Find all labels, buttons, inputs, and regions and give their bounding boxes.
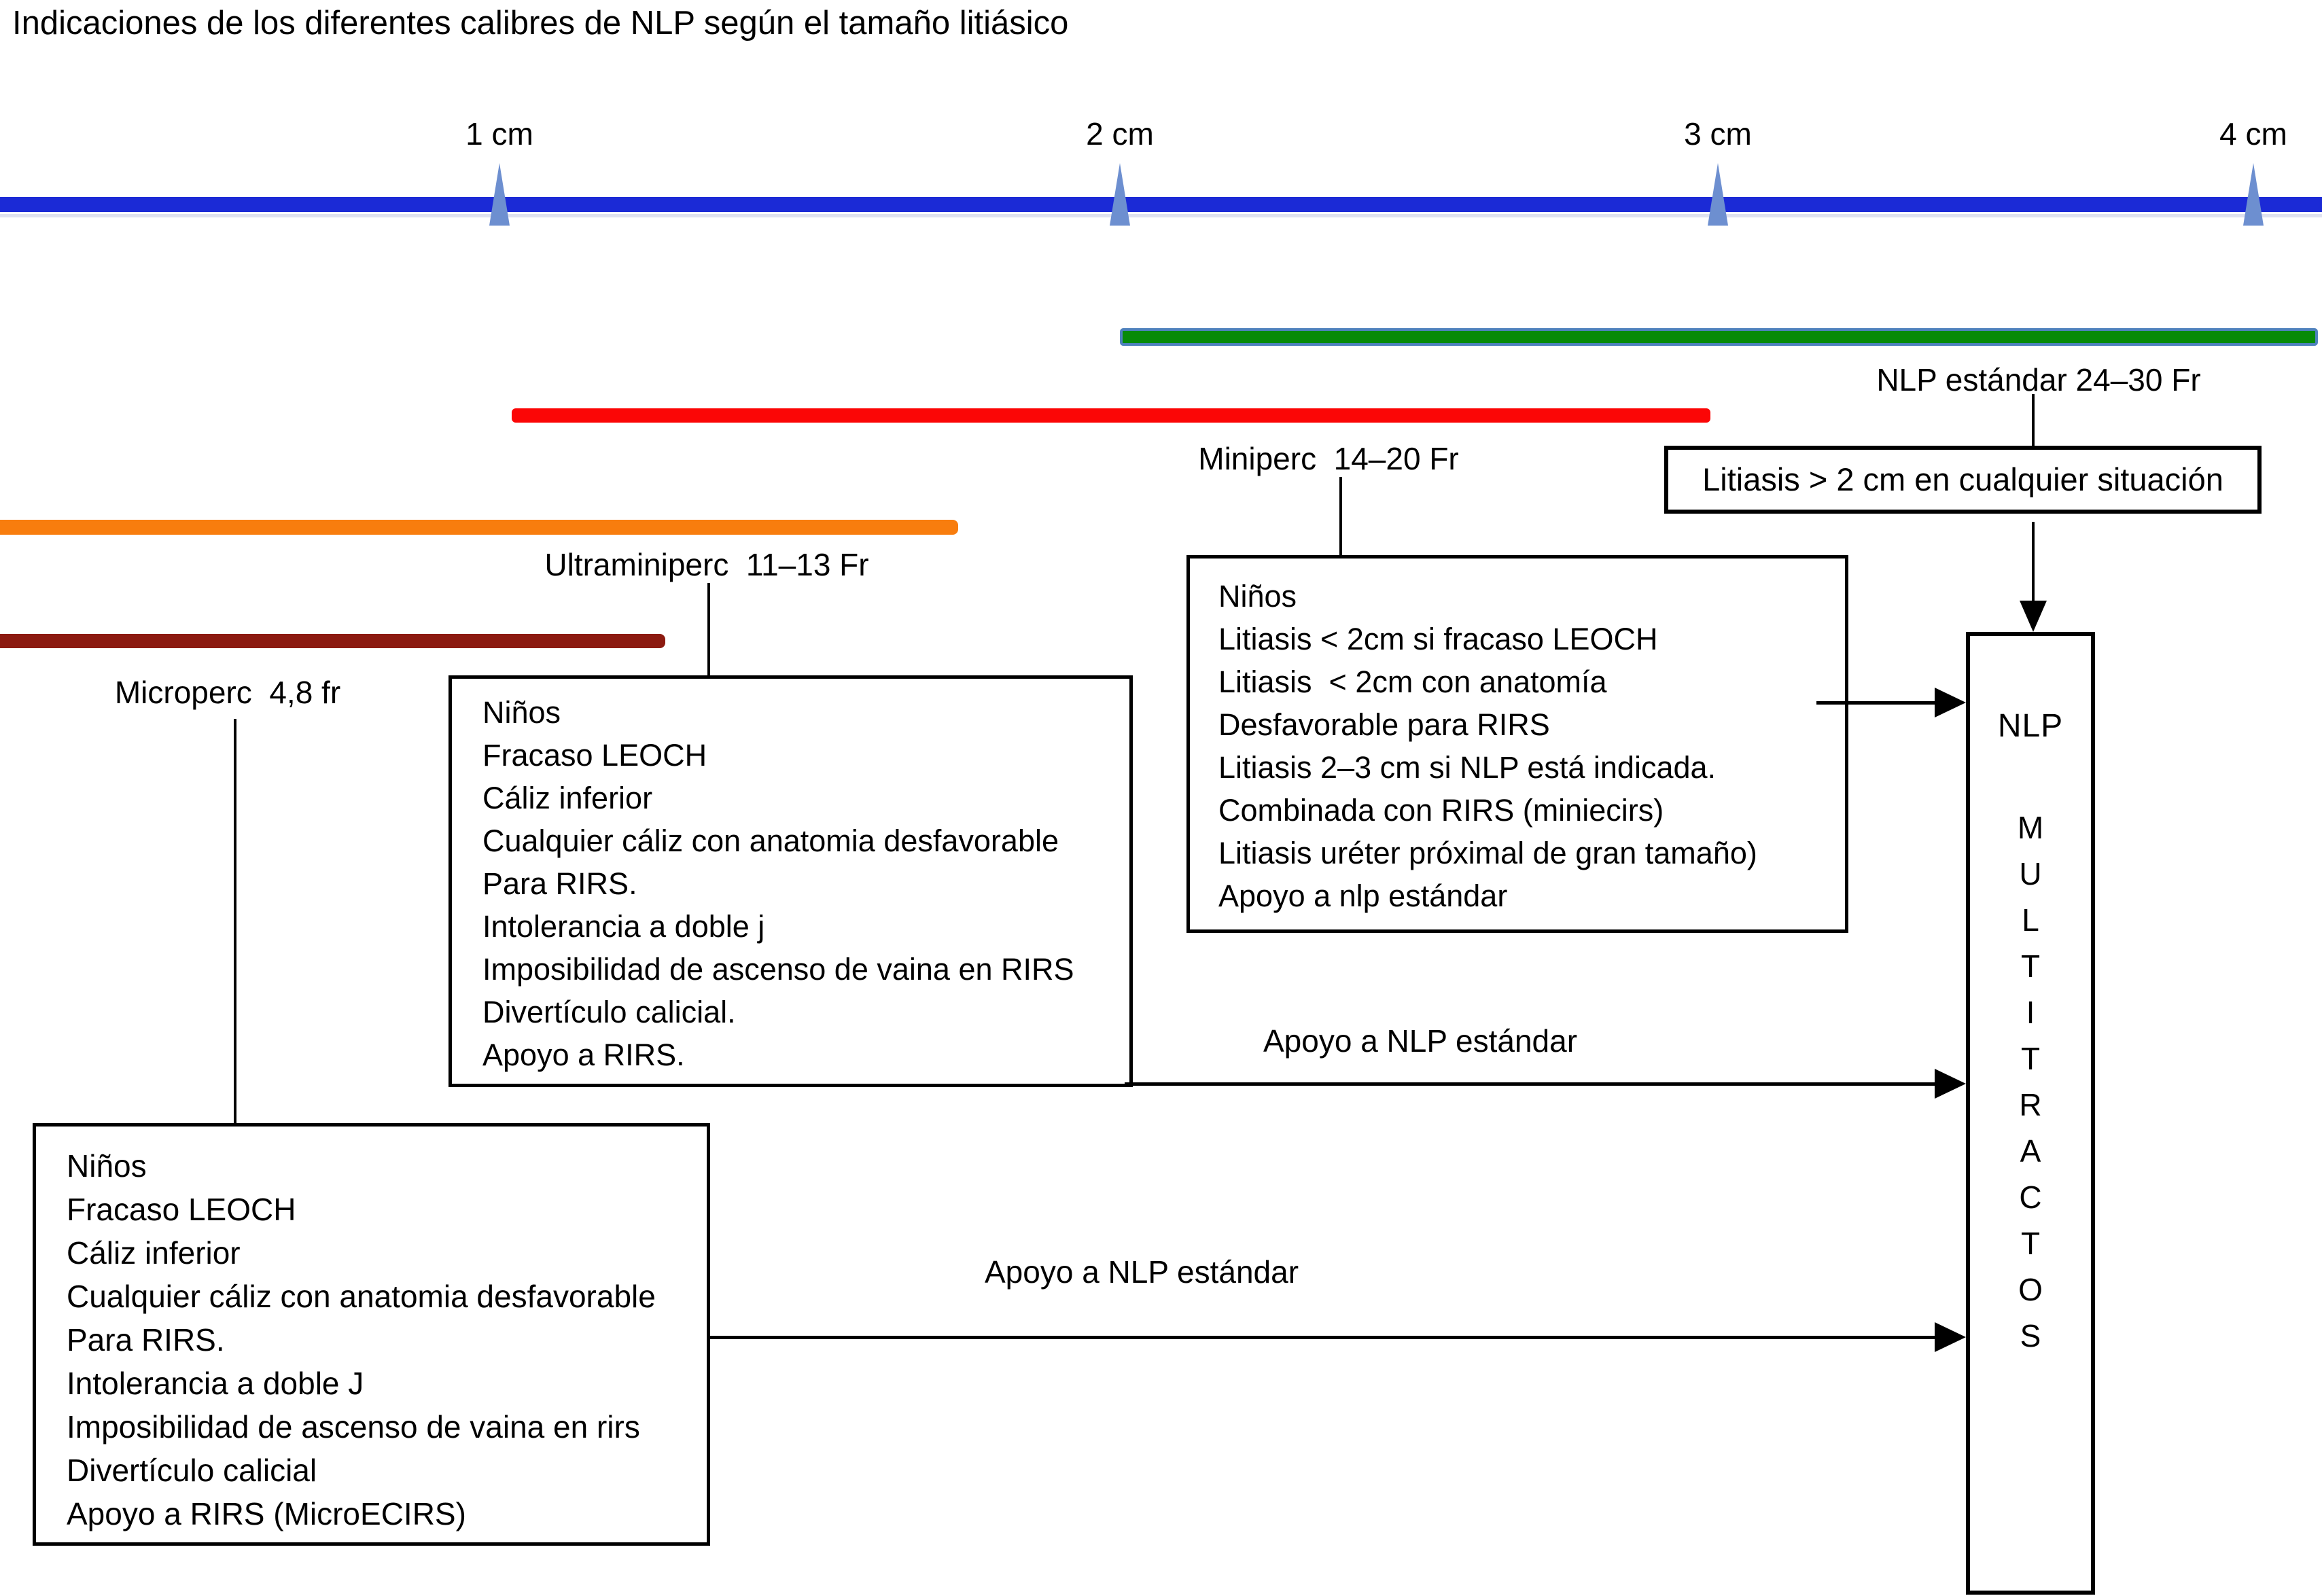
bar-miniperc — [512, 408, 1710, 423]
list-item: Niños — [67, 1148, 147, 1184]
nlp-box-vertical-word: M U L T I T R A C T O S — [2018, 804, 2043, 1359]
list-item: Fracaso LEOCH — [67, 1192, 296, 1227]
ruler-label-4cm: 4 cm — [2219, 116, 2287, 152]
list-item: Combinada con RIRS (miniecirs) — [1218, 793, 1664, 828]
arrow-right-icon — [1935, 688, 1966, 717]
stone-size-ruler — [0, 197, 2322, 212]
bar-label-ultraminiperc: Ultraminiperc 11–13 Fr — [544, 547, 869, 582]
arrow-apoyo1-line — [1125, 1082, 1937, 1086]
list-item: Litiasis < 2cm con anatomía — [1218, 664, 1607, 699]
ultraminiperc-indications-box: Niños Fracaso LEOCH Cáliz inferior Cualq… — [448, 675, 1133, 1087]
list-item: Divertículo calicial. — [482, 995, 736, 1029]
arrow-apoyo2-line — [707, 1336, 1937, 1339]
connector-microperc-box — [234, 719, 236, 1123]
vertical-letter: O — [2018, 1272, 2043, 1307]
arrow-right-icon — [1935, 1069, 1966, 1099]
microperc-indications-box: Niños Fracaso LEOCH Cáliz inferior Cualq… — [33, 1123, 710, 1546]
arrow-litiasis-to-nlp-line — [2032, 522, 2035, 603]
connector-miniperc-box — [1339, 477, 1342, 555]
list-item: Cáliz inferior — [67, 1235, 241, 1271]
arrow-right-icon — [1935, 1322, 1966, 1352]
vertical-letter: R — [2019, 1087, 2042, 1122]
apoyo-nlp-label-1: Apoyo a NLP estándar — [1263, 1023, 1578, 1059]
litiasis-condition-box: Litiasis > 2 cm en cualquier situación — [1664, 446, 2262, 514]
list-item: Apoyo a RIRS (MicroECIRS) — [67, 1496, 466, 1531]
ruler-label-3cm: 3 cm — [1684, 116, 1752, 152]
bar-label-nlp-estandar: NLP estándar 24–30 Fr — [1876, 362, 2201, 397]
apoyo-nlp-label-2: Apoyo a NLP estándar — [984, 1254, 1299, 1290]
list-item: Litiasis 2–3 cm si NLP está indicada. — [1218, 750, 1717, 785]
miniperc-indications-box: Niños Litiasis < 2cm si fracaso LEOCH Li… — [1186, 555, 1848, 933]
list-item: Imposibilidad de ascenso de vaina en RIR… — [482, 952, 1074, 987]
list-item: Cualquier cáliz con anatomia desfavorabl… — [67, 1279, 656, 1314]
list-item: Niños — [482, 695, 561, 730]
ruler-tick-3cm-icon — [1708, 163, 1728, 226]
ruler-tick-2cm-icon — [1110, 163, 1130, 226]
list-item: Cáliz inferior — [482, 781, 653, 815]
list-item: Litiasis uréter próximal de gran tamaño) — [1218, 836, 1757, 870]
connector-ultraminiperc-box — [707, 583, 710, 675]
list-item: Divertículo calicial — [67, 1453, 317, 1488]
vertical-letter: M — [2017, 810, 2044, 845]
list-item: Imposibilidad de ascenso de vaina en rir… — [67, 1409, 640, 1444]
vertical-letter: A — [2020, 1133, 2041, 1169]
vertical-letter: T — [2020, 1041, 2041, 1076]
connector-nlpestandar-litiasisbox — [2032, 394, 2035, 446]
nlp-box-title: NLP — [1997, 708, 2064, 744]
list-item: Para RIRS. — [67, 1322, 225, 1358]
arrow-miniperc-to-nlp-line — [1816, 701, 1937, 705]
vertical-letter: T — [2020, 948, 2041, 984]
list-item: Niños — [1218, 579, 1297, 614]
ruler-tick-4cm-icon — [2243, 163, 2264, 226]
bar-nlp-estandar — [1120, 328, 2318, 346]
ruler-label-1cm: 1 cm — [465, 116, 533, 152]
list-item: Apoyo a nlp estándar — [1218, 879, 1508, 913]
ruler-tick-1cm-icon — [489, 163, 510, 226]
vertical-letter: T — [2020, 1226, 2041, 1261]
list-item: Desfavorable para RIRS — [1218, 707, 1550, 742]
vertical-letter: I — [2026, 995, 2035, 1030]
nlp-multitractos-box: NLP M U L T I T R A C T O S — [1966, 632, 2095, 1595]
page-title: Indicaciones de los diferentes calibres … — [12, 5, 1069, 41]
bar-label-microperc: Microperc 4,8 fr — [114, 675, 341, 710]
list-item: Cualquier cáliz con anatomia desfavorabl… — [482, 823, 1059, 858]
list-item: Intolerancia a doble j — [482, 909, 765, 944]
ruler-label-2cm: 2 cm — [1086, 116, 1154, 152]
list-item: Apoyo a RIRS. — [482, 1038, 685, 1072]
bar-ultraminiperc — [0, 520, 958, 535]
bar-label-miniperc: Miniperc 14–20 Fr — [1198, 441, 1459, 476]
list-item: Litiasis < 2cm si fracaso LEOCH — [1218, 622, 1658, 656]
arrow-down-icon — [2020, 601, 2047, 632]
list-item: Para RIRS. — [482, 866, 637, 901]
vertical-letter: L — [2022, 902, 2039, 938]
vertical-letter: S — [2020, 1318, 2041, 1353]
vertical-letter: U — [2019, 856, 2042, 891]
list-item: Intolerancia a doble J — [67, 1366, 364, 1401]
vertical-letter: C — [2019, 1180, 2042, 1215]
list-item: Fracaso LEOCH — [482, 738, 707, 773]
bar-microperc — [0, 634, 665, 648]
ruler-shadow — [0, 214, 2322, 217]
